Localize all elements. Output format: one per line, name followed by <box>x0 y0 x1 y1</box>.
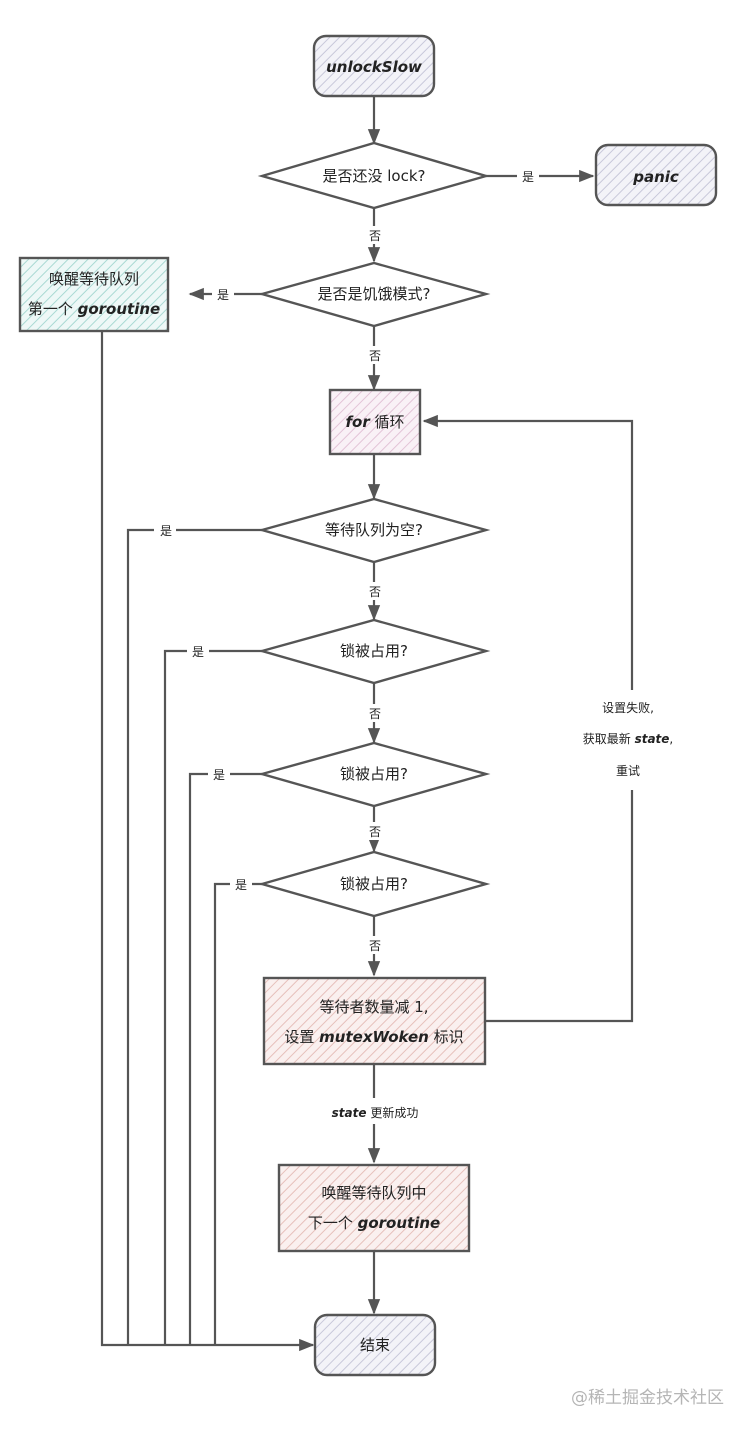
node-for-loop <box>328 388 422 456</box>
edge-label-no: 否 <box>369 349 381 363</box>
edge-label-no: 否 <box>369 825 381 839</box>
node-check-queue-empty <box>257 497 491 564</box>
edge-label-no: 否 <box>369 585 381 599</box>
node-wake-next <box>277 1163 471 1253</box>
edge-locked-3-yes <box>213 882 262 1345</box>
node-check-unlocked <box>257 141 491 210</box>
node-check-unlocked-label: 是否还没 lock? <box>322 167 425 185</box>
node-check-locked-3 <box>257 850 491 918</box>
node-check-starving <box>257 261 491 328</box>
edge-label-yes: 是 <box>235 878 247 892</box>
edge-locked-2-yes <box>188 772 262 1345</box>
edge-label-no: 否 <box>369 939 381 953</box>
edge-wake-first-to-end <box>100 331 315 1352</box>
edge-label-retry-line1: 设置失败, <box>602 700 654 715</box>
node-check-locked-2-label: 锁被占用? <box>340 765 408 783</box>
node-wake-first-line2: 第一个 goroutine <box>28 300 160 318</box>
node-decrement-line1: 等待者数量减 1, <box>319 998 428 1016</box>
node-wake-next-line1: 唤醒等待队列中 <box>321 1184 426 1202</box>
edge-label-yes: 是 <box>213 768 225 782</box>
node-wake-next-line2: 下一个 goroutine <box>308 1214 440 1232</box>
edge-label-no: 否 <box>369 707 381 721</box>
edge-locked-1-yes <box>163 649 262 1345</box>
node-for-loop-label: for 循环 <box>345 413 404 431</box>
edge-label-yes: 是 <box>217 288 229 302</box>
node-start-label: unlockSlow <box>326 58 422 76</box>
node-end-label: 结束 <box>360 1336 390 1354</box>
node-wake-first <box>18 256 170 333</box>
edge-label-state-success: state 更新成功 <box>332 1105 419 1120</box>
edge-label-retry-line2: 获取最新 state, <box>583 731 674 746</box>
node-wake-first-line1: 唤醒等待队列 <box>49 270 139 288</box>
edge-label-yes: 是 <box>522 170 534 184</box>
node-check-queue-empty-label: 等待队列为空? <box>325 521 423 539</box>
node-panic <box>594 143 718 207</box>
node-check-locked-2 <box>257 741 491 808</box>
edge-label-retry-line3: 重试 <box>616 763 640 778</box>
node-start <box>312 34 436 98</box>
node-panic-label: panic <box>632 168 679 186</box>
edge-label-no: 否 <box>369 229 381 243</box>
edge-label-yes: 是 <box>192 645 204 659</box>
node-check-locked-3-label: 锁被占用? <box>340 875 408 893</box>
node-check-locked-1-label: 锁被占用? <box>340 642 408 660</box>
node-end <box>313 1313 437 1377</box>
node-check-starving-label: 是否是饥饿模式? <box>318 285 431 303</box>
watermark: @稀土掘金技术社区 <box>571 1388 724 1408</box>
node-decrement-line2: 设置 mutexWoken 标识 <box>284 1028 463 1046</box>
node-check-locked-1 <box>257 618 491 685</box>
edge-label-yes: 是 <box>160 524 172 538</box>
edge-queue-empty-yes <box>126 528 262 1345</box>
node-decrement <box>262 976 487 1066</box>
